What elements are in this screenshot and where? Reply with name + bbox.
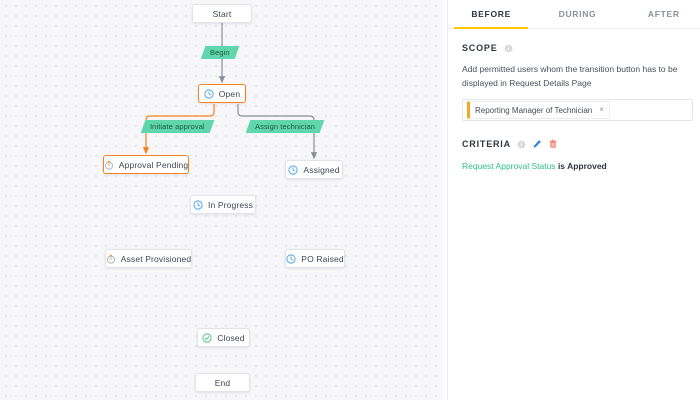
node-po-raised-label: PO Raised [301, 253, 344, 264]
connector-open-assigned [237, 104, 318, 160]
timer-icon [106, 254, 115, 264]
workflow-canvas[interactable]: Begin Initiate approval Assign technicia… [0, 0, 447, 400]
node-open[interactable]: Open [198, 84, 246, 103]
transition-label-initiate-approval-text: Initiate approval [150, 122, 205, 131]
clock-icon [204, 88, 214, 99]
transition-label-assign-technician-text: Assign technician [255, 122, 316, 131]
scope-description: Add permitted users whom the transition … [462, 64, 678, 88]
scope-chip-reporting-manager[interactable]: Reporting Manager of Technician × [467, 101, 610, 119]
tab-during[interactable]: DURING [558, 9, 597, 19]
node-start[interactable]: Start [192, 4, 252, 23]
tab-before[interactable]: BEFORE [448, 0, 534, 29]
scope-title: SCOPE [462, 43, 498, 53]
node-start-label: Start [212, 8, 232, 19]
panel-body: SCOPE Add permitted users whom the trans… [448, 29, 700, 171]
node-asset-provisioned[interactable]: Asset Provisioned [105, 249, 192, 268]
criteria-title: CRITERIA [462, 139, 511, 149]
scope-chip-label: Reporting Manager of Technician [475, 105, 593, 115]
node-in-progress[interactable]: In Progress [190, 195, 256, 214]
node-open-label: Open [218, 88, 241, 99]
node-end-label: End [214, 377, 231, 388]
criteria-condition-value: is Approved [557, 161, 607, 171]
trash-icon[interactable] [548, 139, 558, 149]
transition-label-assign-technician[interactable]: Assign technician [245, 120, 325, 133]
connector-open-approval [142, 104, 215, 155]
tab-after[interactable]: AFTER [647, 9, 680, 19]
scope-users-input[interactable]: Reporting Manager of Technician × [462, 99, 693, 121]
pencil-icon[interactable] [532, 139, 542, 149]
node-end[interactable]: End [195, 373, 250, 392]
timer-icon [104, 160, 113, 170]
scope-header: SCOPE [462, 43, 693, 53]
node-closed[interactable]: Closed [197, 328, 250, 347]
info-icon[interactable] [517, 140, 526, 149]
node-assigned-label: Assigned [303, 164, 340, 175]
clock-icon [288, 164, 299, 175]
close-icon[interactable]: × [599, 105, 604, 114]
transition-label-begin[interactable]: Begin [200, 46, 240, 59]
transition-label-begin-text: Begin [210, 48, 230, 57]
clock-icon [193, 199, 203, 210]
info-icon[interactable] [504, 44, 513, 53]
node-asset-provisioned-label: Asset Provisioned [120, 253, 192, 264]
check-circle-icon [202, 332, 212, 343]
clock-icon [286, 253, 296, 264]
criteria-field-name: Request Approval Status [462, 161, 556, 171]
panel-tabs: BEFORE DURING AFTER [448, 0, 700, 29]
transition-label-initiate-approval[interactable]: Initiate approval [140, 120, 215, 133]
node-in-progress-label: In Progress [207, 199, 254, 210]
node-approval-pending-label: Approval Pending [118, 159, 189, 170]
node-approval-pending[interactable]: Approval Pending [103, 155, 189, 174]
node-po-raised[interactable]: PO Raised [285, 249, 345, 268]
node-closed-label: Closed [217, 332, 245, 343]
criteria-header: CRITERIA [462, 139, 693, 149]
node-assigned[interactable]: Assigned [285, 160, 343, 179]
transition-detail-panel: BEFORE DURING AFTER SCOPE Add permitted … [447, 0, 700, 400]
criteria-expression: Request Approval Status is Approved [462, 161, 693, 171]
